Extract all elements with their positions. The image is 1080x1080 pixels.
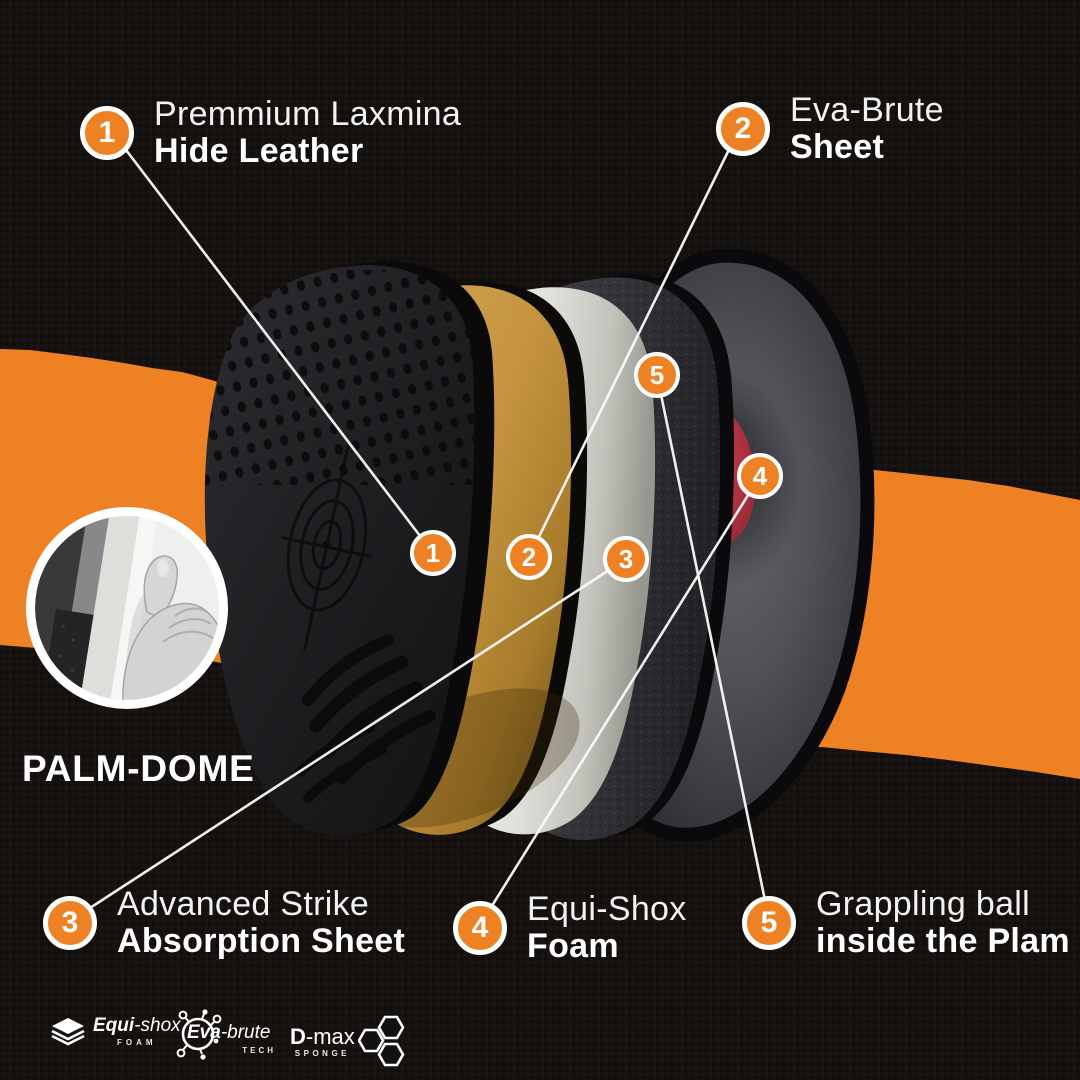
hand-pressing-pad-illustration [35, 516, 219, 700]
logo-tagline: TECH [242, 1046, 276, 1055]
logo-name-bold: Equi [93, 1015, 135, 1036]
callout-title: Advanced Strike [117, 885, 370, 923]
logo-name-light: -shox [134, 1015, 181, 1036]
layer-marker-5: 5 [634, 352, 680, 398]
marker-number: 5 [649, 360, 665, 390]
marker-number: 1 [425, 538, 441, 568]
callout-title: Eva-Brute [790, 91, 944, 129]
callout-number: 3 [61, 906, 79, 939]
callout-subtitle: Absorption Sheet [117, 922, 406, 960]
callout-number: 5 [760, 906, 778, 939]
logo-d-max: D-max SPONGE [290, 1014, 406, 1070]
palm-dome-inset-photo [26, 507, 228, 709]
connector-line-3 [69, 557, 627, 923]
stacked-layers-icon [51, 1017, 85, 1045]
marker-number: 4 [752, 461, 768, 491]
marker-number: 3 [618, 544, 634, 574]
layer-marker-2: 2 [506, 534, 552, 580]
logo-name-bold: D [290, 1023, 306, 1049]
connector-line-5 [655, 374, 771, 921]
logo-name-light: -brute [220, 1022, 271, 1043]
target-emblem [281, 444, 372, 651]
connector-line-1 [105, 124, 435, 554]
callout-subtitle: Hide Leather [154, 132, 364, 170]
callout-subtitle: Foam [527, 927, 619, 965]
logo-tagline: FOAM [117, 1038, 157, 1047]
molecule-circle-icon [176, 1009, 222, 1060]
callout-title: Grappling ball [816, 885, 1030, 923]
callout-subtitle: Sheet [790, 128, 885, 166]
callout-title: Premmium Laxmina [154, 95, 462, 133]
callout-number: 2 [734, 112, 752, 145]
logo-tagline: SPONGE [294, 1048, 350, 1058]
callout-number: 1 [98, 116, 116, 149]
marker-number: 2 [521, 542, 537, 572]
callout-badge: 3 [43, 896, 97, 950]
callout-badge: 4 [453, 901, 507, 955]
logo-name-bold: Eva [187, 1022, 221, 1043]
palm-dome-label: PALM-DOME [22, 748, 255, 789]
callout-number: 4 [471, 911, 489, 944]
layer-marker-4: 4 [737, 453, 783, 499]
layer-marker-1: 1 [410, 530, 456, 576]
callout-badge: 1 [80, 106, 134, 160]
callout-badge: 5 [742, 896, 796, 950]
connector-line-2 [527, 120, 745, 558]
logo-equi-shox: Equi-shox FOAM [50, 1016, 181, 1047]
logo-eva-brute: Eva-brute TECH [176, 1006, 280, 1064]
hexagon-cells-icon [357, 1015, 405, 1067]
callout-subtitle: inside the Plam [816, 922, 1070, 960]
callout-badge: 2 [716, 102, 770, 156]
logo-name-light: -max [305, 1023, 355, 1049]
connector-line-4 [478, 475, 762, 926]
callout-title: Equi-Shox [527, 890, 687, 928]
layer-marker-3: 3 [603, 536, 649, 582]
